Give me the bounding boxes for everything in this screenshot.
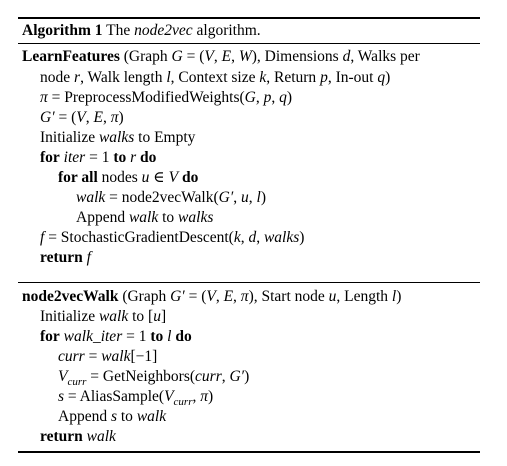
pseudocode-line: curr = walk[−1] <box>58 348 158 365</box>
pseudocode-line: Append walk to walks <box>76 209 214 226</box>
pseudocode-line: Initialize walks to Empty <box>40 129 196 146</box>
pseudocode-line: G′ = (V, E, π) <box>40 109 124 126</box>
pseudocode-line: node r, Walk length l, Context size k, R… <box>40 69 391 86</box>
pseudocode-line: Initialize walk to [u] <box>40 308 167 325</box>
caption-rule <box>18 43 480 44</box>
pseudocode-line: return f <box>40 249 91 266</box>
algorithm-label: Algorithm 1 <box>22 22 103 39</box>
algorithm-caption: Algorithm 1 The node2vec algorithm. <box>22 21 261 41</box>
pseudocode-line: walk = node2vecWalk(G′, u, l) <box>76 189 266 206</box>
top-rule <box>18 17 480 19</box>
separator-rule <box>18 282 480 283</box>
pseudocode-line: f = StochasticGradientDescent(k, d, walk… <box>40 229 305 246</box>
caption-name: node2vec <box>134 22 193 39</box>
pseudocode-line: Append s to walk <box>58 408 167 425</box>
pseudocode-line: return walk <box>40 428 116 445</box>
pseudocode-line: π = PreprocessModifiedWeights(G, p, q) <box>40 89 293 106</box>
pseudocode-line: for iter = 1 to r do <box>40 149 157 166</box>
pseudocode-line: for walk_iter = 1 to l do <box>40 328 192 345</box>
pseudocode-line: LearnFeatures (Graph G = (V, E, W), Dime… <box>22 48 420 65</box>
caption-prefix: The <box>106 22 131 39</box>
pseudocode-line: s = AliasSample(Vcurr, π) <box>58 388 214 409</box>
caption-suffix: algorithm. <box>196 22 261 39</box>
pseudocode-line: node2vecWalk (Graph G′ = (V, E, π), Star… <box>22 288 402 305</box>
bottom-rule <box>18 451 480 453</box>
pseudocode-line: Vcurr = GetNeighbors(curr, G′) <box>58 368 250 389</box>
pseudocode-line: for all nodes u ∈ V do <box>58 169 199 186</box>
